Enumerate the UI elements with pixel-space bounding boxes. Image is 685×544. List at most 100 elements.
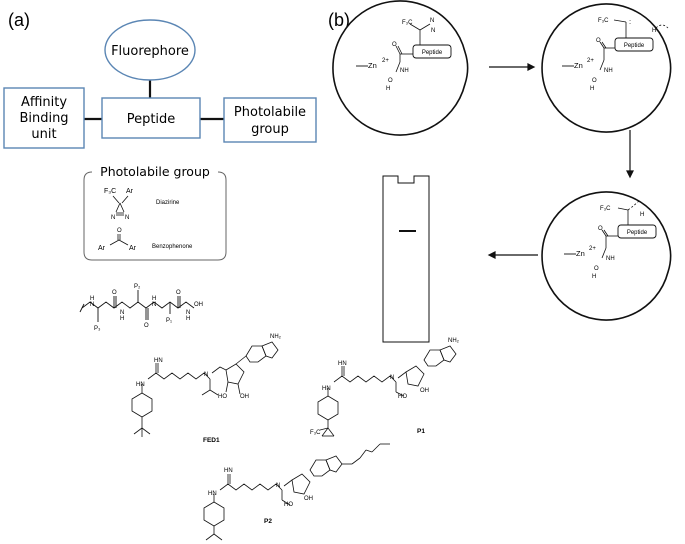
svg-text:HN: HN: [224, 468, 233, 474]
svg-text:O: O: [592, 78, 597, 84]
svg-text:Peptide: Peptide: [422, 50, 443, 56]
svg-text:OH: OH: [420, 388, 429, 394]
svg-text:Zn: Zn: [368, 61, 377, 70]
panel-b-label: (b): [328, 10, 350, 30]
svg-text:HN: HN: [136, 382, 145, 388]
svg-text:N: N: [90, 302, 94, 308]
svg-text:OH: OH: [304, 496, 313, 502]
affinity-label-line1: Affinity: [21, 95, 67, 110]
svg-text:O: O: [596, 38, 601, 44]
svg-text:Ar: Ar: [129, 245, 137, 252]
svg-text:F₃C: F₃C: [310, 430, 321, 436]
fluorophore-label: Fluorephore: [111, 44, 189, 59]
peptide-box: [101, 97, 201, 139]
svg-text:O: O: [392, 42, 397, 48]
svg-text:N: N: [186, 310, 190, 316]
svg-text:N: N: [152, 302, 156, 308]
svg-text:H: H: [652, 28, 656, 34]
gel-lane: [382, 175, 430, 343]
svg-text:Peptide: Peptide: [624, 43, 645, 49]
svg-text:P₂: P₂: [134, 284, 141, 290]
svg-text:H: H: [592, 274, 596, 280]
diazirine-label: Diazirine: [156, 200, 180, 206]
fluorophore-ellipse: [104, 19, 196, 81]
svg-text:Peptide: Peptide: [627, 230, 648, 236]
affinity-label-line3: unit: [31, 127, 56, 142]
svg-text:Zn: Zn: [574, 61, 583, 70]
p1-label: P1: [417, 428, 425, 435]
enzyme-state-1: Zn 2+ Peptide F₃C N N O NH O H: [332, 0, 469, 136]
panel-a-label: (a): [8, 10, 30, 30]
svg-text:O: O: [594, 266, 599, 272]
diazirine-structure: F₃C Ar N N Diazirine: [104, 188, 180, 221]
svg-text:F₃C: F₃C: [600, 206, 611, 212]
svg-text:N: N: [125, 215, 129, 221]
svg-text:HN: HN: [338, 361, 347, 367]
svg-text:H: H: [186, 316, 190, 322]
svg-text:NH₂: NH₂: [270, 334, 282, 340]
svg-text:NH: NH: [400, 68, 409, 74]
svg-text:HO: HO: [284, 502, 293, 508]
svg-text:H: H: [90, 296, 94, 302]
svg-text:O: O: [112, 290, 117, 296]
svg-text:F₃C: F₃C: [402, 20, 413, 26]
svg-text:N: N: [204, 372, 208, 378]
svg-text:2+: 2+: [587, 58, 594, 64]
photolabile-rounded-box: [83, 171, 227, 261]
svg-text:Zn: Zn: [576, 249, 585, 258]
svg-text:H: H: [386, 86, 390, 92]
photolabile-box-title: Photolabile group: [100, 164, 210, 179]
enzyme-state-3: Zn 2+ Peptide F₃C H O NH O H: [541, 191, 672, 321]
svg-text:HN: HN: [154, 358, 163, 364]
enzyme-state-2: Zn 2+ Peptide F₃C : H O NH O H: [541, 3, 672, 133]
svg-text:OH: OH: [240, 394, 249, 400]
svg-text:H: H: [120, 316, 124, 322]
benzophenone-label: Benzophenone: [152, 244, 193, 250]
p2-structure: HN HN N HO OH P2: [203, 443, 390, 541]
fed1-label: FED1: [203, 437, 220, 444]
affinity-label-line2: Binding: [19, 111, 68, 126]
svg-text:N: N: [111, 215, 115, 221]
photolabile-label-line1: Photolabile: [234, 105, 306, 120]
svg-text:H: H: [590, 86, 594, 92]
svg-text:Ar: Ar: [126, 188, 134, 195]
photolabile-box: [223, 97, 317, 143]
peptide-label: Peptide: [127, 112, 176, 127]
svg-text:N: N: [431, 28, 435, 34]
svg-text:HO: HO: [398, 394, 407, 400]
p1-structure: HN HN N HO OH NH₂ F₃C P1: [310, 338, 460, 437]
arrow-left: [487, 251, 538, 259]
arrow-down: [626, 130, 634, 179]
svg-text:NH₂: NH₂: [448, 338, 460, 344]
svg-text:HN: HN: [208, 491, 217, 497]
svg-text:N: N: [430, 18, 434, 24]
svg-text:HN: HN: [322, 386, 331, 392]
svg-text:2+: 2+: [589, 246, 596, 252]
connector-lines: [84, 80, 224, 121]
svg-text:2+: 2+: [382, 58, 389, 64]
p2-label: P2: [264, 518, 272, 525]
svg-text:O: O: [144, 323, 149, 329]
arrow-right-1: [489, 63, 536, 71]
svg-text:F₃C: F₃C: [104, 188, 116, 195]
affinity-box: [3, 87, 85, 149]
fed1-structure: HN HN N HO OH NH₂ FED1: [131, 334, 282, 444]
svg-text:Ar: Ar: [98, 245, 106, 252]
svg-text:O: O: [117, 228, 122, 234]
svg-text:H: H: [152, 296, 156, 302]
svg-text:HO: HO: [218, 394, 227, 400]
svg-text:OH: OH: [194, 302, 203, 308]
svg-text:N: N: [276, 483, 280, 489]
peptide-backbone-structure: H N O N H P₂ O H N P₁ O N H OH P₃: [79, 284, 203, 332]
photolabile-label-line2: group: [251, 122, 289, 137]
svg-text:N: N: [120, 310, 124, 316]
svg-text:H: H: [640, 212, 644, 218]
svg-text:O: O: [598, 226, 603, 232]
svg-text:O: O: [176, 290, 181, 296]
svg-text:NH: NH: [604, 68, 613, 74]
svg-text:P₁: P₁: [166, 318, 172, 324]
svg-text:N: N: [390, 375, 394, 381]
svg-text:F₃C: F₃C: [598, 18, 609, 24]
